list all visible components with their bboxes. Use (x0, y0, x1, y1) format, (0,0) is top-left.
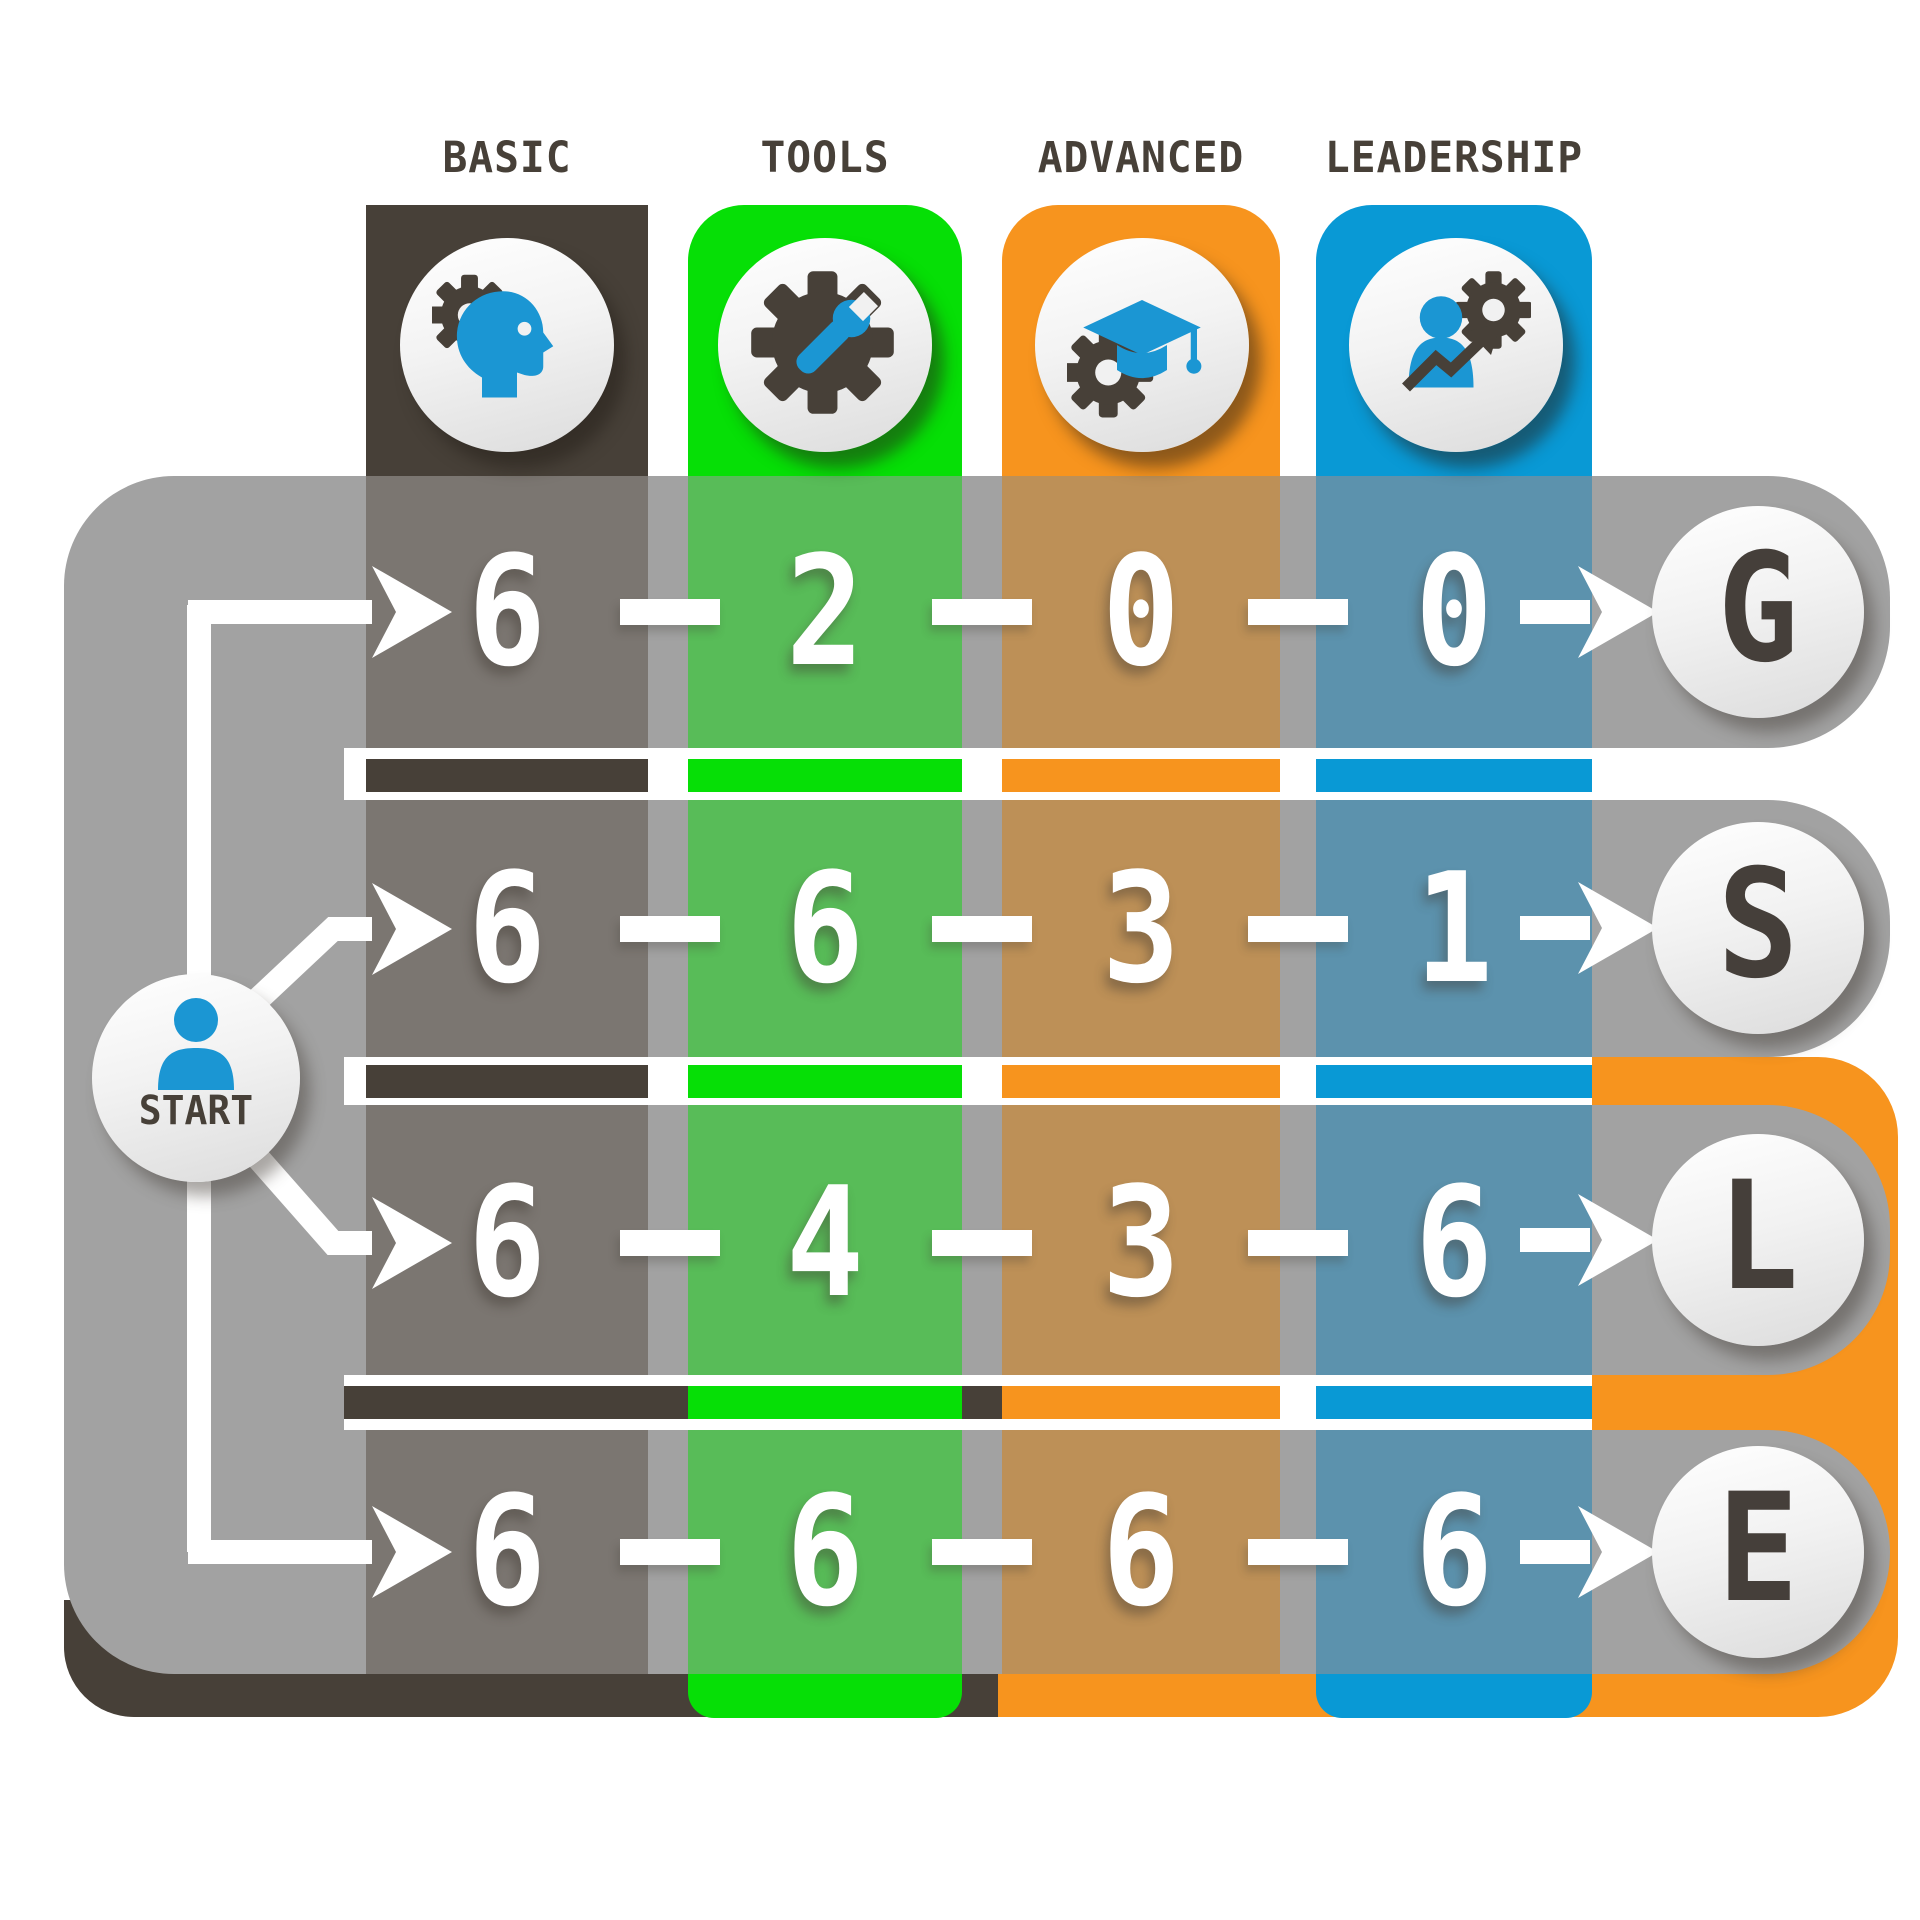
row-separator-bar-dark (366, 759, 648, 792)
row-dash (1248, 916, 1348, 942)
row-separator-bar-dark (344, 1386, 688, 1419)
matrix-cell: 6 (1415, 1463, 1493, 1640)
arrow-icon (372, 1197, 452, 1289)
matrix-cell: 6 (1415, 1154, 1493, 1331)
matrix-cell: 1 (1415, 840, 1493, 1017)
matrix-cell: 6 (786, 1463, 864, 1640)
head-gears-icon (432, 274, 554, 398)
row-dash (932, 1539, 1032, 1565)
row-dash (1248, 1539, 1348, 1565)
row-dash (932, 1230, 1032, 1256)
row-dash (620, 1230, 720, 1256)
row-separator-bar-orange (1002, 1065, 1280, 1098)
row-dash (620, 599, 720, 625)
arrow-icon (372, 883, 452, 975)
letter-label-e: E (1717, 1462, 1799, 1636)
person-gear-growth-icon (1402, 271, 1531, 392)
matrix-cell: 2 (786, 523, 864, 700)
row-dash (620, 1539, 720, 1565)
gear-wrench-icon (751, 271, 894, 414)
letter-node-s: S (1652, 822, 1864, 1034)
letter-node-g: G (1652, 506, 1864, 718)
matrix-cell: 0 (1102, 523, 1180, 700)
column-label-tools: TOOLS (760, 133, 890, 183)
arrow-icon (372, 1506, 452, 1598)
letter-label-s: S (1717, 838, 1799, 1012)
row-separator-bar-green (688, 759, 962, 792)
arrow-icon (372, 566, 452, 658)
row-dash (932, 916, 1032, 942)
matrix-cell: 6 (468, 840, 546, 1017)
row-dash (1248, 1230, 1348, 1256)
row-dash (932, 599, 1032, 625)
row-dash (1248, 599, 1348, 625)
matrix-cell: 6 (468, 523, 546, 700)
row-separator-bar-orange (1002, 1386, 1280, 1419)
tools-icon-circle (718, 238, 932, 452)
row-separator-bar-green (688, 1386, 962, 1419)
row-separator-bar-blue (1316, 759, 1592, 792)
matrix-cell: 6 (1102, 1463, 1180, 1640)
row-dash (620, 916, 720, 942)
start-label: START (138, 1088, 254, 1134)
matrix-cell: 3 (1102, 1154, 1180, 1331)
matrix-cell: 3 (1102, 840, 1180, 1017)
matrix-cell: 4 (786, 1154, 864, 1331)
column-label-advanced: ADVANCED (1037, 133, 1245, 183)
advanced-icon-circle (1035, 238, 1249, 452)
bottom-blue-tab (1316, 1674, 1592, 1718)
graduation-cap-gear-icon (1067, 300, 1202, 418)
basic-icon-circle (400, 238, 614, 452)
matrix-cell: 0 (1415, 523, 1493, 700)
bottom-green-tab (688, 1674, 962, 1718)
row-separator-bar-dark (962, 1386, 1002, 1419)
row-separator-bar-blue (1316, 1386, 1592, 1419)
leadership-icon-circle (1349, 238, 1563, 452)
column-label-basic: BASIC (442, 133, 572, 183)
matrix-cell: 6 (786, 840, 864, 1017)
row-separator-bar-orange (1002, 759, 1280, 792)
letter-node-e: E (1652, 1446, 1864, 1658)
row-separator-bar-dark (366, 1065, 648, 1098)
row-separator-bar-green (688, 1065, 962, 1098)
row-separator-bar-blue (1316, 1065, 1592, 1098)
column-label-leadership: LEADERSHIP (1324, 133, 1584, 183)
matrix-cell: 6 (468, 1154, 546, 1331)
start-node (92, 974, 300, 1182)
letter-label-g: G (1717, 522, 1799, 696)
matrix-cell: 6 (468, 1463, 546, 1640)
start-person-icon (158, 998, 234, 1090)
letter-node-l: L (1652, 1134, 1864, 1346)
letter-label-l: L (1717, 1150, 1799, 1324)
